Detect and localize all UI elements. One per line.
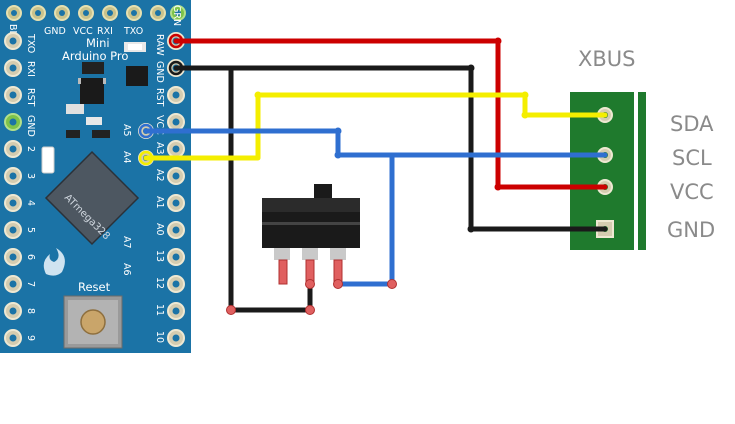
arduino-pro-mini-board: BLK GND VCC RXI TXO GRN TXO RXI RST GND … xyxy=(0,0,191,353)
wire-joint xyxy=(305,279,315,289)
smd-component xyxy=(82,62,104,74)
top-pin-label: RXI xyxy=(97,26,113,37)
left-pin-label: 9 xyxy=(25,335,36,341)
right-pin-label: RAW xyxy=(154,34,165,56)
top-pin-label: TXO xyxy=(123,26,143,37)
left-pin-label: 8 xyxy=(25,308,36,314)
smd-component xyxy=(92,130,110,138)
xbus-pin-label-vcc: VCC xyxy=(670,180,714,204)
board-name-line2: Arduino Pro xyxy=(62,49,128,63)
left-pin-label: 6 xyxy=(25,254,36,260)
right-pin-label: A2 xyxy=(154,169,165,182)
right-pin-label: VCC xyxy=(154,115,165,135)
left-pin-label: 4 xyxy=(25,200,36,206)
right-pin-label: 11 xyxy=(154,304,165,316)
inner-pin-label: A4 xyxy=(121,151,132,164)
wire-joint xyxy=(305,305,315,315)
wire-bend xyxy=(254,91,262,99)
wire-joint xyxy=(333,279,343,289)
left-pin-label: 2 xyxy=(25,146,36,152)
xbus-pin-label-gnd: GND xyxy=(667,218,715,242)
right-pin-label: 12 xyxy=(154,277,165,289)
right-pin-label: A3 xyxy=(154,142,165,155)
wire-bend xyxy=(521,91,529,99)
wire-red-vcc xyxy=(173,38,608,190)
pin-wire-end xyxy=(168,60,184,76)
left-pin-label: RST xyxy=(25,88,36,107)
led xyxy=(86,117,102,125)
inner-pin-label: A6 xyxy=(121,263,132,276)
switch-lead-1 xyxy=(278,259,288,285)
top-header xyxy=(6,5,186,21)
wire-yellow-sda xyxy=(143,92,608,161)
pin-wire-end xyxy=(168,33,184,49)
wire-bend xyxy=(467,64,475,72)
xbus-pin-label-sda: SDA xyxy=(670,112,714,136)
wire-joint xyxy=(226,305,236,315)
right-pin-label: RST xyxy=(154,88,165,107)
top-pin-label: GRN xyxy=(171,5,182,26)
board-name-line1: Mini xyxy=(86,36,110,50)
left-pin-label: 3 xyxy=(25,173,36,179)
atmega-chip: ATmega328 xyxy=(44,150,140,246)
reset-button[interactable] xyxy=(63,295,123,349)
wire-joint xyxy=(387,279,397,289)
left-pin-label: GND xyxy=(25,115,36,137)
right-pin-label: GND xyxy=(154,61,165,83)
switch-slider[interactable] xyxy=(314,184,332,198)
wire-bend xyxy=(334,127,342,135)
top-pin-label: GND xyxy=(44,26,66,37)
pin-wire-end xyxy=(138,123,154,139)
wire-bend xyxy=(494,183,502,191)
right-pin-label: 10 xyxy=(154,331,165,343)
wire-bend xyxy=(467,225,475,233)
wire-bend xyxy=(494,37,502,45)
wire-bend xyxy=(334,151,342,159)
xbus-title: XBUS xyxy=(578,47,636,71)
pin-wire-end xyxy=(138,150,154,166)
wire-bend xyxy=(521,111,529,119)
right-pin-label: 13 xyxy=(154,250,165,262)
wire-black-gnd xyxy=(173,65,608,313)
left-pin-label: RXI xyxy=(25,61,36,77)
capacitor xyxy=(41,146,55,174)
left-pin-label: TXO xyxy=(25,33,36,53)
left-header xyxy=(4,32,22,347)
right-pin-label: A0 xyxy=(154,223,165,236)
right-pin-label: A1 xyxy=(154,196,165,209)
smd-component xyxy=(66,130,80,138)
inner-pin-label: A7 xyxy=(121,236,132,249)
wire-blue-scl xyxy=(143,128,608,287)
logo-icon xyxy=(43,248,65,276)
left-pin-label: 5 xyxy=(25,227,36,233)
top-pin-label: VCC xyxy=(73,26,93,37)
switch-pin-base xyxy=(274,248,290,260)
reset-label: Reset xyxy=(78,280,111,294)
inner-pin-label: A5 xyxy=(121,124,132,137)
slide-switch[interactable] xyxy=(262,184,360,285)
xbus-connector xyxy=(570,92,646,250)
smd-component xyxy=(66,104,84,114)
xbus-pin-label-scl: SCL xyxy=(672,146,712,170)
left-pin-label: 7 xyxy=(25,281,36,287)
crystal xyxy=(126,66,148,86)
voltage-regulator xyxy=(80,78,104,104)
